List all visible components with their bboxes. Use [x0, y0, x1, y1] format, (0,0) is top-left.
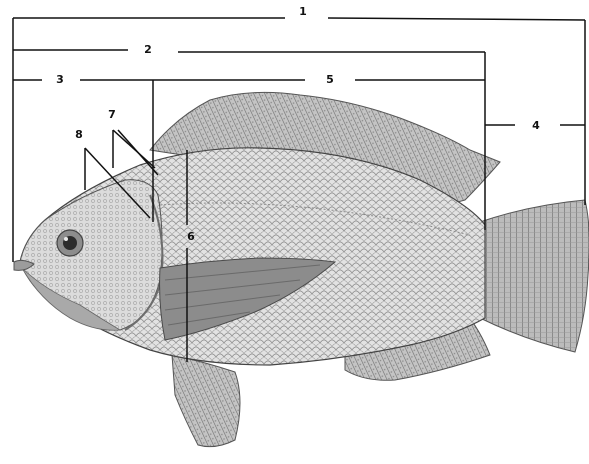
fish-head — [20, 180, 162, 330]
eye-highlight — [64, 237, 68, 241]
label-1: 1 — [299, 5, 307, 18]
label-3: 3 — [56, 73, 64, 86]
label-4: 4 — [532, 119, 540, 132]
label-6: 6 — [187, 230, 195, 243]
label-8: 8 — [75, 128, 83, 141]
label-7: 7 — [108, 108, 116, 121]
label-2: 2 — [144, 43, 152, 56]
caudal-fin — [480, 200, 589, 352]
label-5: 5 — [326, 73, 334, 86]
fish-illustration — [14, 92, 589, 446]
pelvic-fin — [172, 355, 240, 447]
